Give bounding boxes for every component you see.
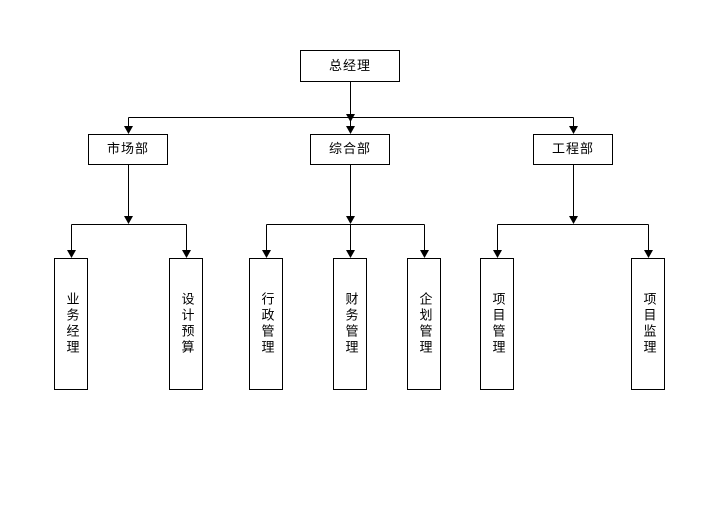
org-node-planning-management: 企划管理 [407,258,441,390]
org-node-label: 项目管理 [489,292,505,356]
arrowhead-marketing [124,126,133,134]
arrowhead-engineering-junction [569,216,578,224]
org-node-label: 市场部 [106,142,149,157]
org-node-admin-management: 行政管理 [249,258,283,390]
org-node-business-manager: 业务经理 [54,258,88,390]
org-node-label: 项目监理 [640,292,656,356]
org-node-marketing-dept: 市场部 [88,134,168,165]
arrowhead-engineering [569,126,578,134]
arrowhead-general-affairs-junction [346,216,355,224]
arrowhead-design-budget [182,250,191,258]
arrowhead-project-supervision [644,250,653,258]
org-node-label: 财务管理 [342,292,358,356]
org-node-finance-management: 财务管理 [333,258,367,390]
org-node-label: 综合部 [328,142,371,157]
org-node-general-manager: 总经理 [300,50,400,82]
connector-group [71,82,649,250]
org-node-label: 行政管理 [258,292,274,356]
org-node-label: 业务经理 [63,292,79,356]
org-node-project-supervision: 项目监理 [631,258,665,390]
org-node-project-management: 项目管理 [480,258,514,390]
org-node-label: 企划管理 [416,292,432,356]
arrowhead-general-affairs [346,126,355,134]
arrowhead-marketing-junction [124,216,133,224]
arrowhead-project-management [493,250,502,258]
arrowhead-planning-management [420,250,429,258]
org-node-label: 设计预算 [178,292,194,356]
org-node-engineering-dept: 工程部 [533,134,613,165]
org-node-general-affairs-dept: 综合部 [310,134,390,165]
arrowhead-finance-management [346,250,355,258]
arrowhead-root-junction [346,114,355,122]
arrowhead-business-manager [67,250,76,258]
org-node-label: 总经理 [328,58,371,74]
org-node-design-budget: 设计预算 [169,258,203,390]
org-node-label: 工程部 [551,142,594,157]
arrowhead-admin-management [262,250,271,258]
arrowhead-group [67,114,653,258]
